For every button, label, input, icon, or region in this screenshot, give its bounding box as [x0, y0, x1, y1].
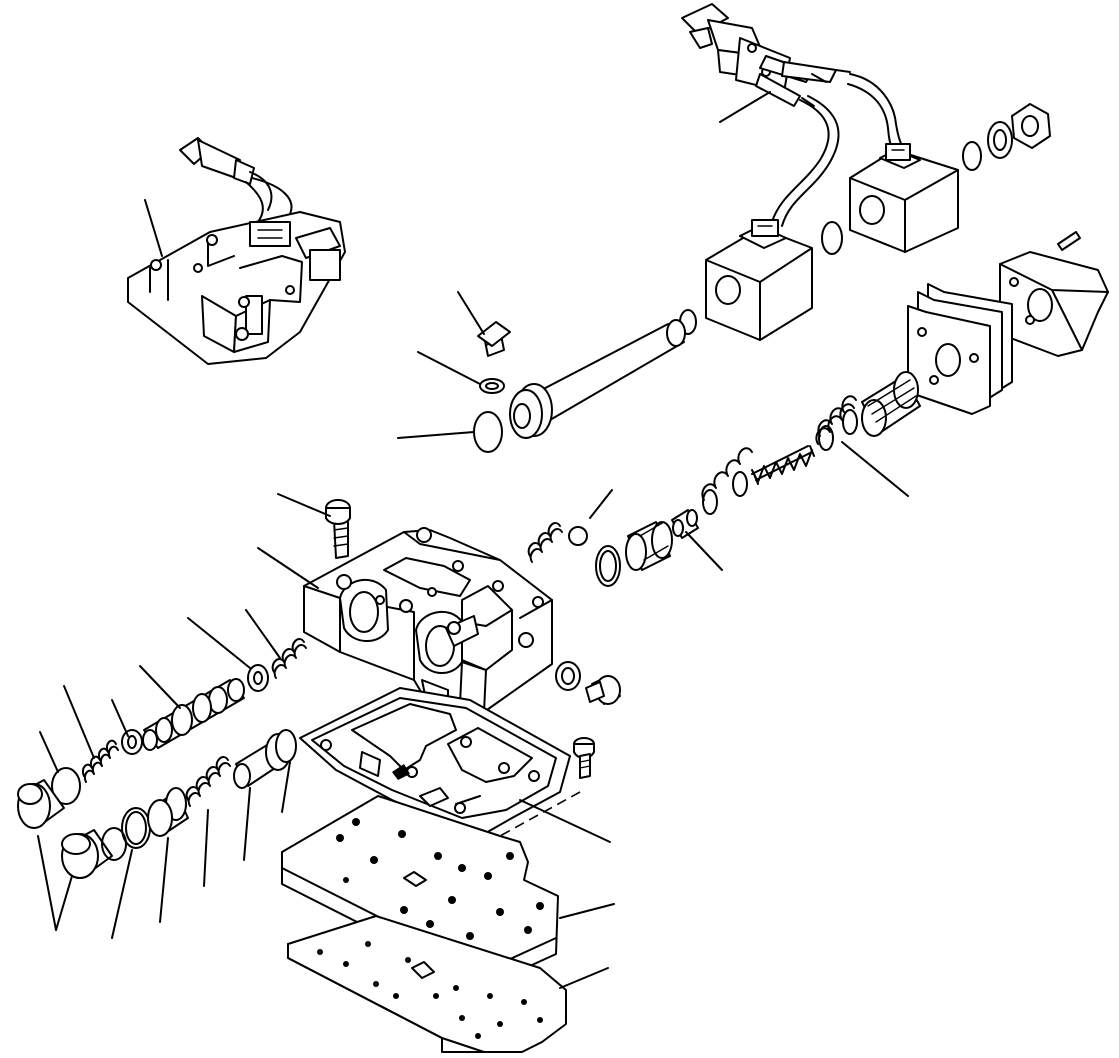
o-ring-lower-left: [102, 828, 126, 860]
small-screw: [574, 738, 594, 778]
snap-ring-lower-left: [122, 808, 150, 848]
bolt-with-washer: [478, 322, 510, 393]
pin: [672, 510, 698, 538]
spring-large: [816, 396, 857, 450]
spring-upper-left: [273, 639, 306, 678]
gasket: [300, 688, 570, 834]
nut-top: [1012, 104, 1050, 148]
spring-lower-left: [187, 757, 230, 806]
valve-spool-left: [143, 679, 244, 750]
assembled-valve-unit: [128, 138, 345, 364]
plug-upper: [18, 780, 64, 828]
o-ring-far-left: [52, 768, 80, 804]
plug-lower: [62, 830, 112, 878]
valve-body: [304, 528, 552, 712]
bolt-washer-right: [556, 662, 620, 704]
o-ring-left: [474, 412, 502, 452]
check-ball: [569, 527, 587, 545]
piston-cup: [862, 372, 920, 436]
washer-top: [988, 122, 1012, 158]
solenoid-coil-front: [706, 220, 812, 340]
o-ring-between-coils: [822, 222, 842, 254]
washer-left: [122, 730, 142, 754]
assembled-connector: [180, 138, 291, 222]
end-cap: [1000, 252, 1108, 356]
o-ring-top-small: [963, 142, 981, 170]
top-bolt: [326, 500, 350, 558]
sleeve: [234, 730, 296, 788]
spring-small-center: [529, 523, 562, 562]
spring-long: [752, 446, 814, 484]
spring-middle: [702, 448, 752, 514]
spring-left: [83, 741, 118, 782]
solenoid-connector: [682, 4, 906, 226]
washer-upper-left: [248, 665, 268, 691]
end-plates: [908, 284, 1012, 414]
piston-lower-left: [148, 788, 188, 836]
bottom-plate: [288, 916, 566, 1052]
spool-piston: [626, 522, 672, 570]
snap-ring: [596, 546, 620, 586]
solenoid-coil-rear: [850, 144, 958, 252]
small-bolt-top-right: [1058, 232, 1080, 250]
solenoid-plunger-tube: [510, 320, 685, 438]
